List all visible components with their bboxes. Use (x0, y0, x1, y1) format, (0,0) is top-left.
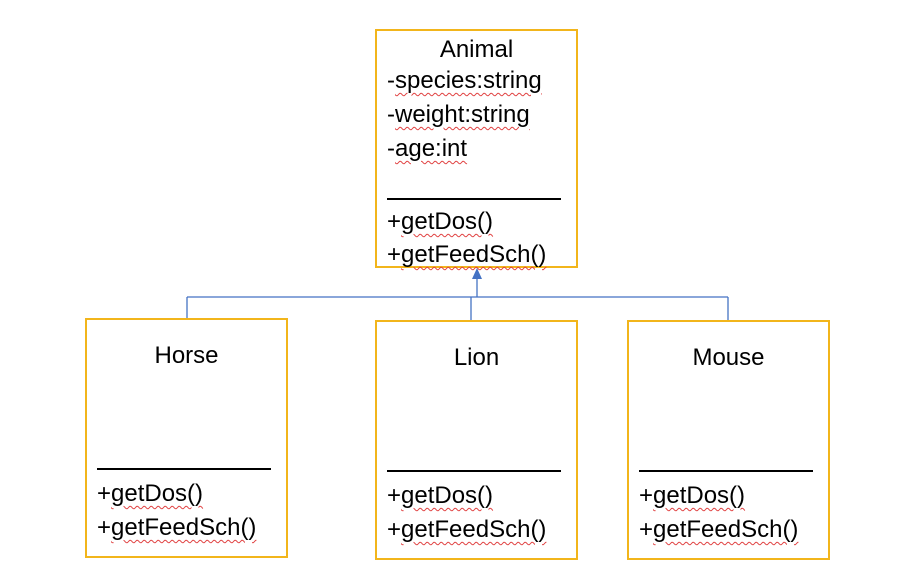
horse-method-getfeedsch: +getFeedSch() (97, 514, 257, 541)
animal-divider (387, 198, 561, 200)
lion-divider (387, 470, 561, 472)
lion-class-name: Lion (453, 344, 500, 371)
mouse-method-getfeedsch: +getFeedSch() (639, 516, 799, 543)
horse-class-name: Horse (154, 342, 219, 369)
animal-attr-species: -species:string (387, 67, 542, 94)
lion-method-getdos: +getDos() (387, 482, 494, 509)
animal-class-name: Animal (439, 36, 514, 63)
animal-attr-weight: -weight:string (387, 101, 530, 128)
mouse-divider (639, 470, 813, 472)
lion-method-getfeedsch: +getFeedSch() (387, 516, 547, 543)
mouse-class-name: Mouse (692, 344, 765, 371)
horse-divider (97, 468, 271, 470)
horse-class-box: Horse +getDos() +getFeedSch() (85, 318, 288, 558)
animal-method-getdos: +getDos() (387, 208, 494, 235)
inheritance-arrowhead (472, 268, 482, 279)
lion-class-box: Lion +getDos() +getFeedSch() (375, 320, 578, 560)
mouse-method-getdos: +getDos() (639, 482, 746, 509)
mouse-class-box: Mouse +getDos() +getFeedSch() (627, 320, 830, 560)
animal-attr-age: -age:int (387, 135, 468, 162)
horse-method-getdos: +getDos() (97, 480, 204, 507)
animal-class-box: Animal -species:string -weight:string -a… (375, 29, 578, 268)
animal-method-getfeedsch: +getFeedSch() (387, 241, 547, 268)
